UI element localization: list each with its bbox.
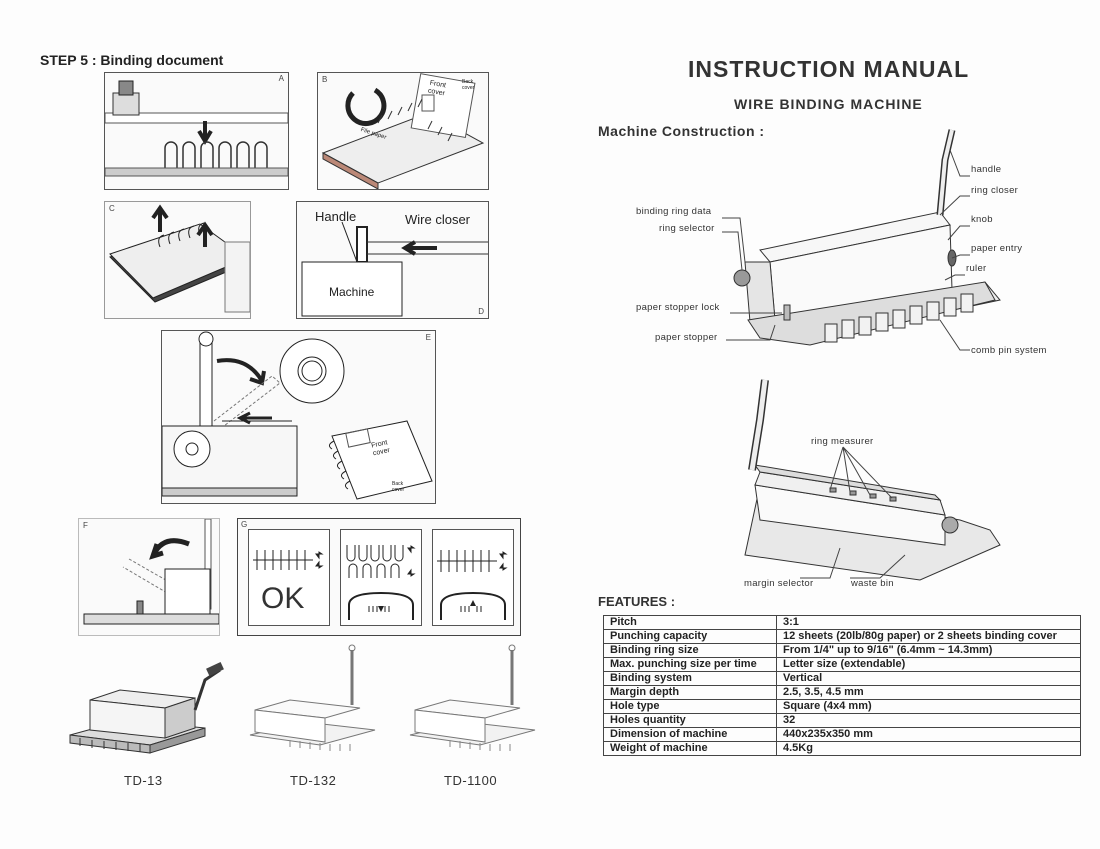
panel-d-illustration — [301, 221, 488, 317]
feature-value: Letter size (extendable) — [776, 657, 1081, 672]
part-waste-bin: waste bin — [851, 578, 894, 589]
feature-key: Dimension of machine — [603, 727, 777, 742]
g-too-large-rings — [437, 550, 508, 620]
model-td13-drawing — [69, 661, 224, 754]
part-margin-selector: margin selector — [744, 578, 814, 589]
part-ruler: ruler — [966, 263, 987, 274]
feature-key: Weight of machine — [603, 741, 777, 756]
panel-f: F — [78, 518, 220, 636]
panel-e: E Front cover Back cover — [161, 330, 436, 504]
feature-value: 440x235x350 mm — [776, 727, 1081, 742]
feature-value: 12 sheets (20lb/80g paper) or 2 sheets b… — [776, 629, 1081, 644]
feature-value: 2.5, 3.5, 4.5 mm — [776, 685, 1081, 700]
d-wire-closer-text: Wire closer — [405, 212, 471, 227]
feature-value: 4.5Kg — [776, 741, 1081, 756]
g-too-small-rings — [346, 545, 416, 620]
model-label-td13: TD-13 — [124, 773, 163, 788]
g-too-large-box — [432, 529, 514, 626]
feature-key: Pitch — [603, 615, 777, 630]
panel-d: D Handle Wire closer Machine — [296, 201, 489, 319]
panel-label-c: C — [109, 204, 115, 213]
feature-value: 3:1 — [776, 615, 1081, 630]
e-back-cover-text: Back cover — [392, 481, 405, 493]
feature-key: Punching capacity — [603, 629, 777, 644]
panel-label-a: A — [278, 74, 284, 83]
panel-label-d: D — [478, 307, 484, 316]
panel-c: C — [104, 201, 251, 319]
panel-b: B Front cover Back cover File paper — [317, 72, 489, 190]
panel-c-illustration — [109, 204, 250, 313]
part-ring-selector: ring selector — [659, 223, 715, 234]
part-knob: knob — [971, 214, 993, 225]
machine-top-drawing — [722, 129, 1001, 351]
feature-key: Hole type — [603, 699, 777, 714]
g-correct-box: OK — [248, 529, 330, 626]
feature-value: Vertical — [776, 671, 1081, 686]
step-title: STEP 5 : Binding document — [40, 52, 224, 68]
part-binding-ring-data: binding ring data — [636, 206, 712, 217]
model-illustrations — [69, 644, 536, 754]
model-td132-drawing — [249, 644, 376, 751]
feature-key: Margin depth — [603, 685, 777, 700]
construction-heading: Machine Construction : — [598, 123, 765, 139]
panel-a: A — [104, 72, 289, 190]
panel-label-e: E — [425, 333, 431, 342]
d-handle-text: Handle — [315, 209, 357, 224]
model-td1100-drawing — [409, 644, 536, 751]
panel-e-illustration — [162, 331, 433, 500]
feature-key: Max. punching size per time — [603, 657, 777, 672]
part-ring-closer: ring closer — [971, 185, 1019, 196]
d-machine-text: Machine — [329, 285, 375, 299]
part-comb-pin-system: comb pin system — [971, 345, 1047, 356]
panel-label-f: F — [83, 521, 88, 530]
g-too-small-box — [340, 529, 422, 626]
panel-f-illustration — [83, 519, 219, 625]
b-back-cover-text: Back cover — [462, 79, 475, 91]
model-label-td1100: TD-1100 — [444, 773, 498, 788]
part-ring-measurer: ring measurer — [811, 436, 874, 447]
machine-bottom-drawing — [744, 379, 1001, 581]
g-correct-rings — [253, 550, 324, 570]
features-heading: FEATURES : — [598, 594, 676, 609]
feature-value: 32 — [776, 713, 1081, 728]
feature-value: Square (4x4 mm) — [776, 699, 1081, 714]
panel-a-illustration — [105, 80, 288, 177]
part-paper-stopper-lock: paper stopper lock — [636, 302, 720, 313]
panel-b-illustration — [321, 73, 485, 189]
manual-subtitle: WIRE BINDING MACHINE — [734, 96, 923, 112]
manual-title: INSTRUCTION MANUAL — [688, 56, 970, 82]
panel-g: G OK — [237, 518, 521, 636]
feature-key: Binding system — [603, 671, 777, 686]
model-label-td132: TD-132 — [290, 773, 337, 788]
part-paper-entry: paper entry — [971, 243, 1023, 254]
feature-key: Holes quantity — [603, 713, 777, 728]
machine-construction-drawings — [722, 129, 1001, 581]
part-paper-stopper: paper stopper — [655, 332, 718, 343]
panel-label-g: G — [241, 520, 248, 529]
feature-key: Binding ring size — [603, 643, 777, 658]
panel-label-b: B — [322, 75, 328, 84]
g-ok-text: OK — [261, 582, 305, 615]
feature-value: From 1/4" up to 9/16" (6.4mm ~ 14.3mm) — [776, 643, 1081, 658]
part-handle: handle — [971, 164, 1002, 175]
